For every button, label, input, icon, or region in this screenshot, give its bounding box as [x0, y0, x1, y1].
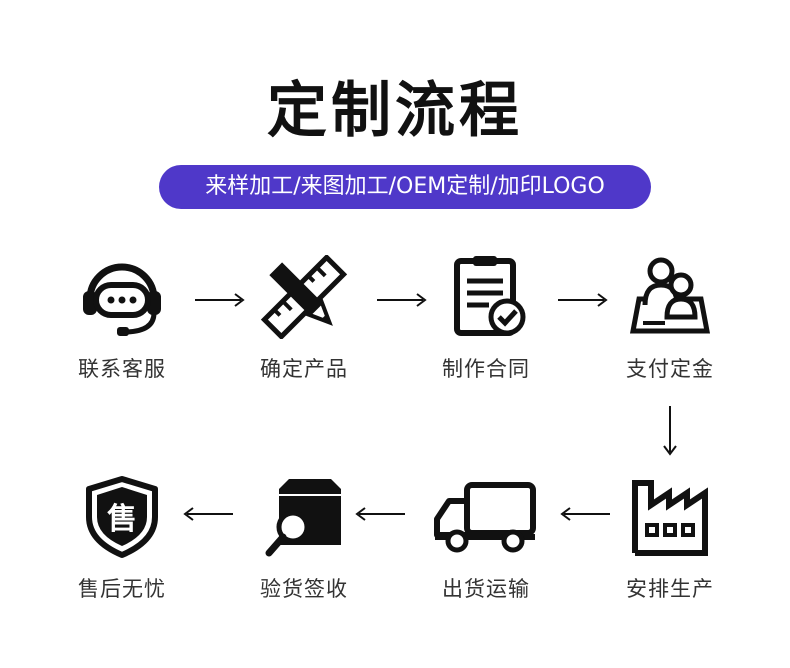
step-pay-deposit: 支付定金 — [600, 255, 740, 383]
people-card-icon — [629, 257, 711, 334]
contract-check-icon — [454, 256, 526, 336]
truck-icon — [434, 482, 536, 553]
box-magnifier-icon — [265, 479, 341, 557]
arrow-right-icon — [377, 293, 427, 307]
arrow-left-icon — [560, 507, 610, 521]
step-make-contract: 制作合同 — [416, 255, 556, 383]
shield-icon: 售 — [86, 476, 158, 558]
step-label: 确定产品 — [260, 357, 348, 381]
step-label: 验货签收 — [260, 577, 348, 601]
factory-icon — [632, 480, 708, 556]
step-arrange-production: 安排生产 — [600, 475, 740, 603]
step-confirm-product: 确定产品 — [234, 255, 374, 383]
subtitle-banner: 来样加工/来图加工/OEM定制/加印LOGO — [159, 165, 651, 209]
headset-icon — [83, 263, 161, 336]
pencil-ruler-icon — [260, 255, 348, 339]
arrow-right-icon — [558, 293, 608, 307]
step-label: 安排生产 — [626, 577, 714, 601]
arrow-down-icon — [663, 406, 677, 456]
arrow-left-icon — [183, 507, 233, 521]
step-contact-service: 联系客服 — [52, 255, 192, 383]
arrow-right-icon — [195, 293, 245, 307]
step-label: 出货运输 — [442, 577, 530, 601]
arrow-left-icon — [355, 507, 405, 521]
step-label: 支付定金 — [626, 357, 714, 381]
step-label: 联系客服 — [78, 357, 166, 381]
step-label: 售后无忧 — [78, 577, 166, 601]
step-after-sales: 售 售后无忧 — [52, 475, 192, 603]
step-inspect-receive: 验货签收 — [234, 475, 374, 603]
step-shipping: 出货运输 — [416, 475, 556, 603]
page-title: 定制流程 — [267, 76, 523, 146]
shield-character: 售 — [107, 502, 137, 537]
step-label: 制作合同 — [442, 357, 530, 381]
